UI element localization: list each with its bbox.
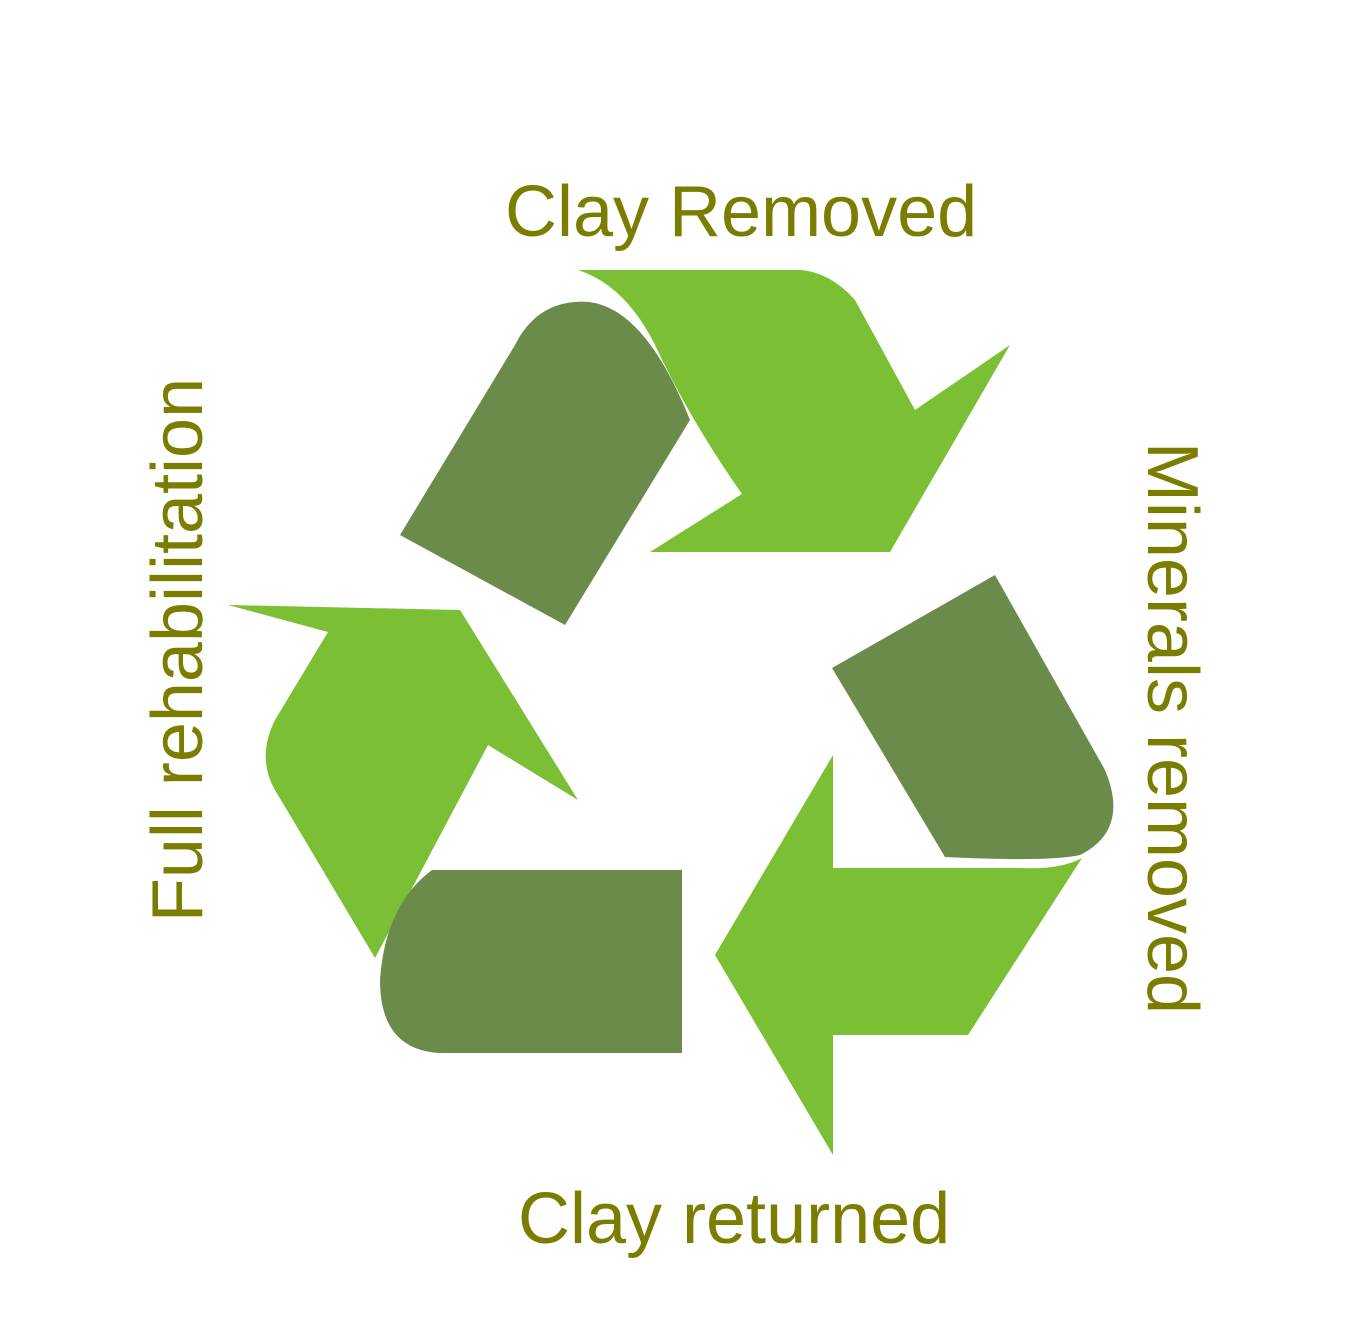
arrow-top-light-head [578, 270, 1010, 552]
arrow-left-light-head [228, 605, 578, 958]
label-clay-returned: Clay returned [518, 1179, 951, 1259]
arrow-right-dark-band [832, 575, 1114, 860]
arrow-left-dark-band [380, 870, 682, 1053]
label-full-rehabilitation: Full rehabilitation [138, 377, 218, 923]
recycle-arrow-left [228, 605, 682, 1053]
recycle-arrow-top [400, 270, 1010, 625]
label-minerals-removed: Minerals removed [1132, 441, 1212, 1015]
arrow-right-light-head [715, 755, 1082, 1155]
recycle-arrow-right [715, 575, 1114, 1155]
label-clay-removed: Clay Removed [505, 172, 978, 252]
arrow-top-dark-band [400, 301, 690, 625]
